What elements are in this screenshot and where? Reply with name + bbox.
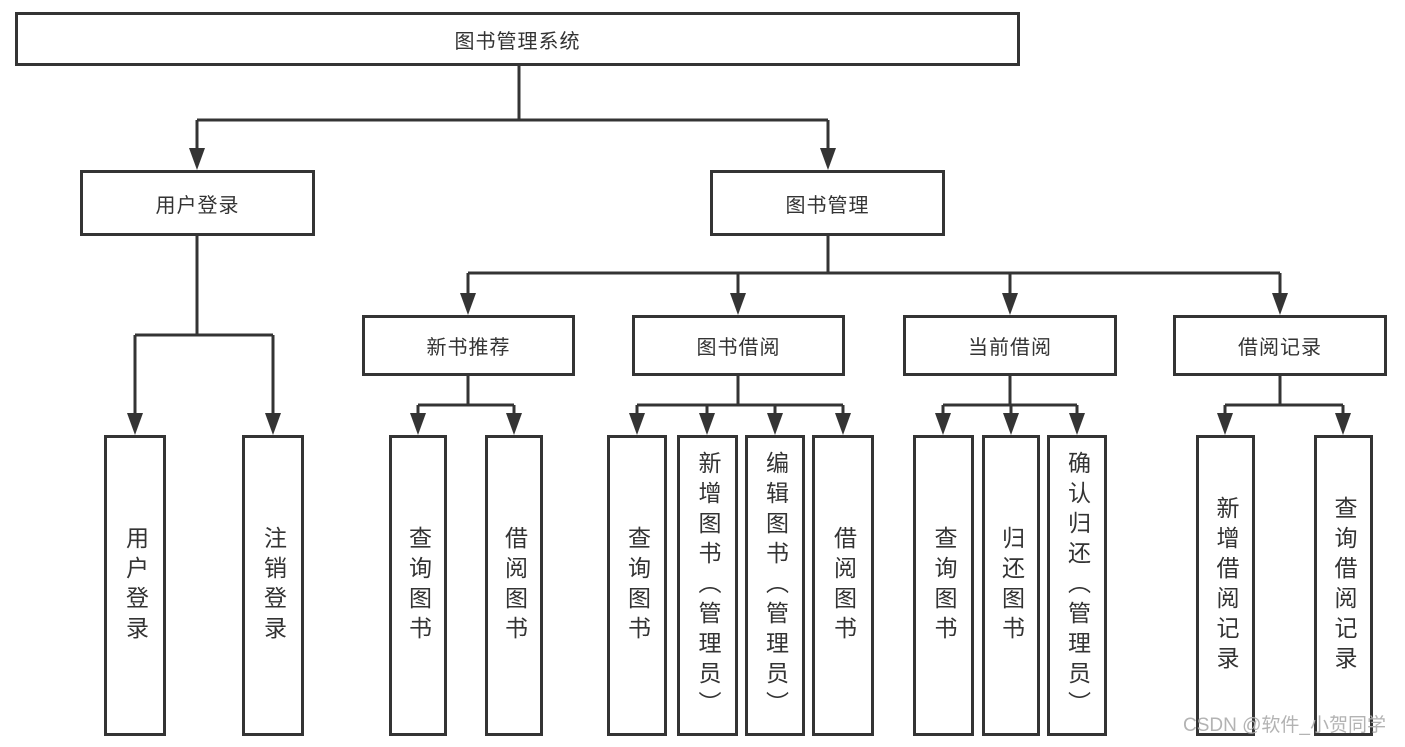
leaf-add-borrow-record: 新增借阅记录 [1196, 435, 1255, 736]
leaf-query-books-borrowing-label: 查询图书 [624, 525, 651, 646]
node-new-book-recommendation: 新书推荐 [362, 315, 575, 376]
leaf-logout-label: 注销登录 [260, 525, 287, 646]
arrowhead-icons [127, 148, 1351, 435]
leaf-query-borrow-record-label: 查询借阅记录 [1331, 495, 1357, 676]
node-borrowing-records-label: 借阅记录 [1238, 337, 1322, 359]
leaf-query-books-borrowing: 查询图书 [607, 435, 667, 736]
node-current-borrowing-label: 当前借阅 [968, 337, 1052, 359]
node-new-book-recommendation-label: 新书推荐 [426, 337, 511, 359]
leaf-return-books-label: 归还图书 [998, 525, 1025, 646]
leaf-add-books-admin: 新增图书（管理员） [677, 435, 738, 736]
node-book-borrowing-label: 图书借阅 [696, 337, 781, 359]
leaf-edit-books-admin: 编辑图书（管理员） [745, 435, 805, 736]
node-book-borrowing: 图书借阅 [632, 315, 845, 376]
csdn-watermark: CSDN @软件_小贺同学 [1183, 715, 1386, 736]
leaf-query-borrow-record: 查询借阅记录 [1314, 435, 1373, 736]
leaf-user-login: 用户登录 [104, 435, 166, 736]
leaf-borrow-books-borrowing-label: 借阅图书 [830, 525, 857, 646]
node-borrowing-records: 借阅记录 [1173, 315, 1387, 376]
node-user-login: 用户登录 [80, 170, 315, 236]
leaf-confirm-return-admin-label: 确认归还（管理员） [1064, 450, 1091, 721]
leaf-edit-books-admin-label: 编辑图书（管理员） [762, 450, 789, 721]
node-current-borrowing: 当前借阅 [903, 315, 1117, 376]
leaf-return-books: 归还图书 [982, 435, 1040, 736]
leaf-add-borrow-record-label: 新增借阅记录 [1213, 495, 1239, 676]
leaf-query-books-current-label: 查询图书 [931, 525, 957, 646]
leaf-add-books-admin-label: 新增图书（管理员） [695, 450, 721, 721]
leaf-logout: 注销登录 [242, 435, 304, 736]
leaf-query-books-newbooks-label: 查询图书 [405, 525, 432, 646]
leaf-borrow-books-borrowing: 借阅图书 [812, 435, 874, 736]
node-root-label: 图书管理系统 [454, 30, 581, 53]
leaf-borrow-books-newbooks-label: 借阅图书 [501, 525, 528, 646]
leaf-query-books-newbooks: 查询图书 [389, 435, 447, 736]
leaf-confirm-return-admin: 确认归还（管理员） [1047, 435, 1107, 736]
leaf-user-login-label: 用户登录 [122, 525, 149, 646]
node-book-management: 图书管理 [710, 170, 945, 236]
node-book-management-label: 图书管理 [785, 194, 870, 217]
node-user-login-label: 用户登录 [155, 194, 240, 217]
leaf-query-books-current: 查询图书 [913, 435, 974, 736]
leaf-borrow-books-newbooks: 借阅图书 [485, 435, 543, 736]
node-root-system: 图书管理系统 [15, 12, 1020, 66]
